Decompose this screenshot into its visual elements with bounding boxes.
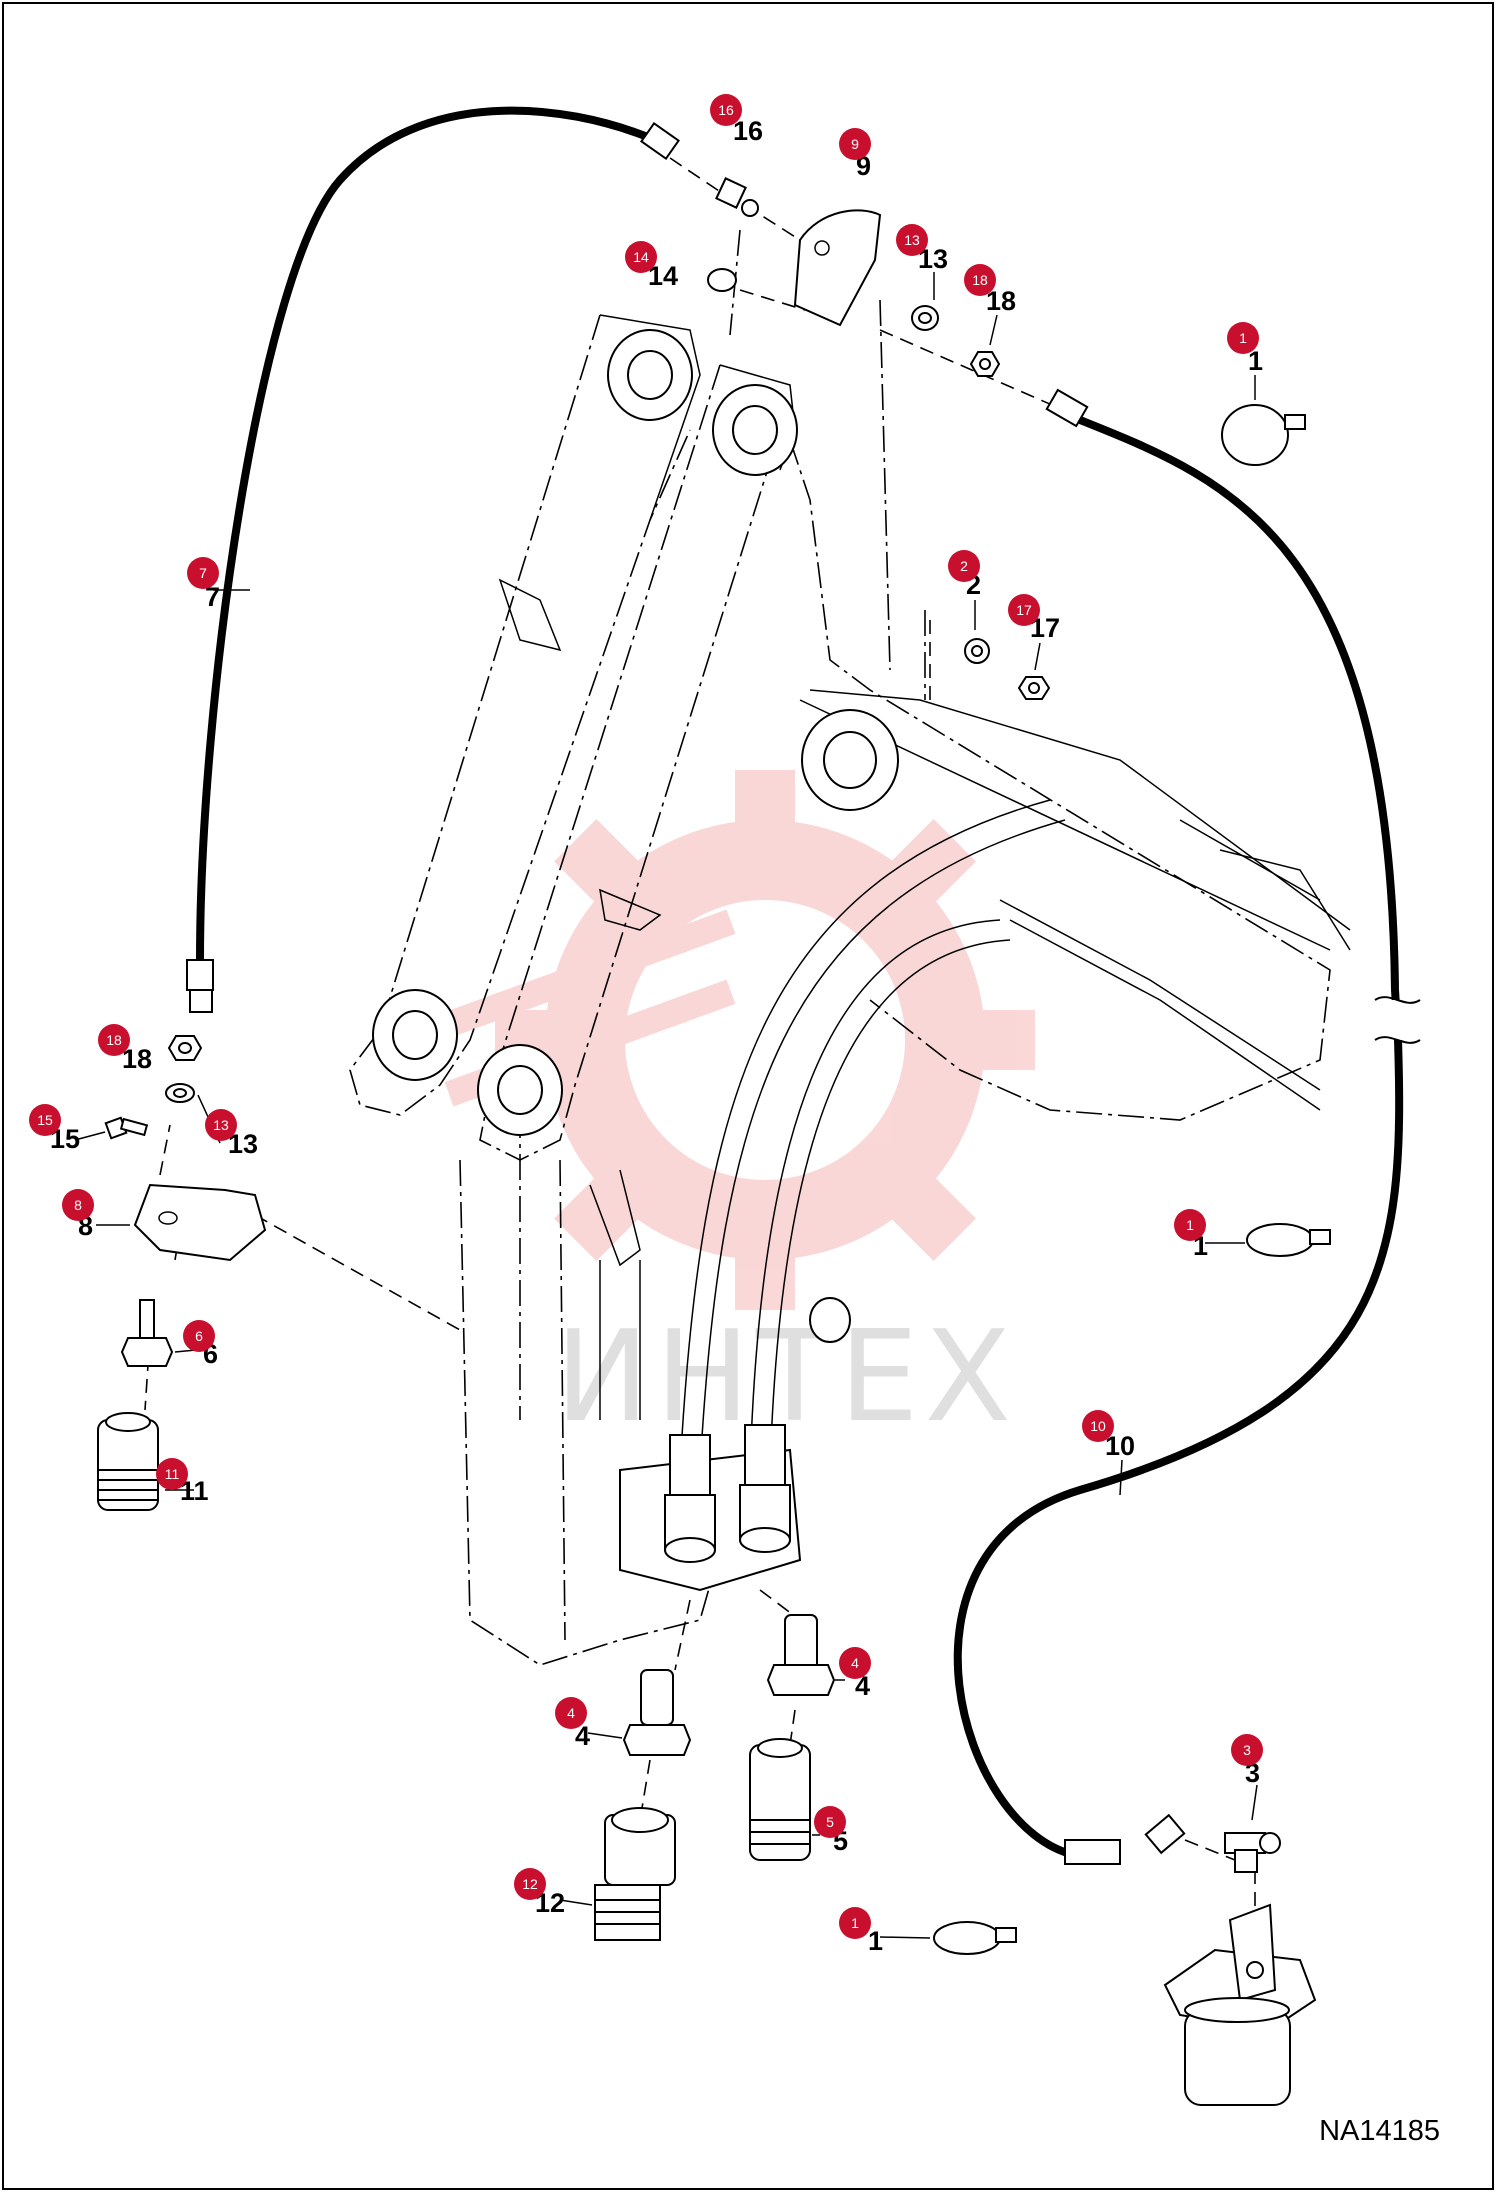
part-9-hole — [814, 240, 830, 256]
part-6-adapter — [120, 1299, 174, 1367]
badge-1-bottom: 1 — [839, 1907, 871, 1939]
hose-10-break — [1374, 996, 1421, 1044]
svg-text:2: 2 — [960, 558, 968, 574]
badge-10: 10 — [1082, 1410, 1114, 1442]
part-2-lock-washer — [964, 638, 990, 664]
lower-fitting-block — [619, 1424, 802, 1592]
svg-text:11: 11 — [165, 1466, 180, 1482]
part-17-nut — [1017, 676, 1051, 700]
svg-text:14: 14 — [633, 249, 649, 265]
part-9-bracket — [793, 209, 882, 327]
drawing-id-label: NA14185 — [1319, 2115, 1440, 2147]
part-1-clamp-bottom — [933, 1921, 1017, 1955]
part-18-nut-top — [969, 351, 1001, 377]
svg-text:17: 17 — [1016, 602, 1032, 618]
badge-12: 12 — [514, 1868, 546, 1900]
callout-4-left: 4 — [575, 1721, 590, 1751]
svg-text:1: 1 — [1239, 330, 1247, 346]
svg-text:16: 16 — [718, 102, 734, 118]
svg-text:1: 1 — [851, 1915, 859, 1931]
badge-4-right: 4 — [839, 1647, 871, 1679]
callout-1-bottom: 1 — [868, 1926, 883, 1956]
part-16-fitting — [715, 177, 759, 217]
svg-text:7: 7 — [199, 565, 207, 581]
part-1-clamp-middle — [1246, 1223, 1331, 1257]
part-13-washer-left — [165, 1083, 195, 1103]
watermark-gear — [444, 770, 1035, 1310]
svg-text:12: 12 — [522, 1876, 538, 1892]
part-4-nipple-left — [622, 1669, 692, 1756]
svg-text:3: 3 — [1243, 1742, 1251, 1758]
callout-badges: 16 9 14 13 18 1 7 2 17 18 15 13 8 6 11 1… — [29, 94, 1263, 1939]
part-8-bracket — [133, 1183, 267, 1262]
badge-17: 17 — [1008, 594, 1040, 626]
part-18-nut-left — [167, 1035, 203, 1061]
svg-text:9: 9 — [851, 136, 859, 152]
svg-text:13: 13 — [904, 232, 920, 248]
badge-13-left: 13 — [205, 1109, 237, 1141]
badge-3: 3 — [1231, 1734, 1263, 1766]
badge-14: 14 — [625, 241, 657, 273]
badge-15: 15 — [29, 1104, 61, 1136]
badge-5: 5 — [814, 1806, 846, 1838]
badge-2: 2 — [948, 550, 980, 582]
svg-text:10: 10 — [1090, 1418, 1106, 1434]
badge-9: 9 — [839, 128, 871, 160]
part-1-clamp-top — [1221, 404, 1306, 466]
part-14-bolt — [707, 268, 737, 292]
badge-7: 7 — [187, 557, 219, 589]
svg-text:5: 5 — [826, 1814, 834, 1830]
part-12-coupler — [594, 1807, 676, 1941]
badge-8: 8 — [62, 1189, 94, 1221]
part-13-washer-top — [911, 305, 939, 331]
callout-leaders — [74, 272, 1258, 1939]
badge-1-top: 1 — [1227, 322, 1259, 354]
callout-16: 16 — [733, 116, 763, 146]
badge-4-left: 4 — [555, 1697, 587, 1729]
part-15-bolt — [104, 1116, 149, 1140]
badge-16: 16 — [710, 94, 742, 126]
svg-text:18: 18 — [972, 272, 988, 288]
badge-13-top: 13 — [896, 224, 928, 256]
part-8-hole — [158, 1211, 178, 1225]
svg-text:1: 1 — [1186, 1217, 1194, 1233]
pivot-bushings — [372, 329, 899, 1343]
svg-text:6: 6 — [195, 1328, 203, 1344]
part-5-coupler — [749, 1738, 811, 1861]
hose-7 — [196, 106, 657, 961]
badge-18-left: 18 — [98, 1024, 130, 1056]
part-11-coupler — [97, 1412, 159, 1511]
badge-1-middle: 1 — [1174, 1209, 1206, 1241]
filter-housing — [1163, 1903, 1317, 2106]
arm-hydraulic-tubes — [679, 799, 1321, 1471]
badge-6: 6 — [183, 1320, 215, 1352]
svg-text:4: 4 — [851, 1655, 859, 1671]
svg-text:4: 4 — [567, 1705, 575, 1721]
callout-1-top: 1 — [1248, 346, 1263, 376]
part-4-nipple-right — [766, 1614, 836, 1696]
svg-text:15: 15 — [37, 1112, 53, 1128]
hose-10-end-fittings — [1045, 388, 1186, 1865]
svg-text:18: 18 — [106, 1032, 122, 1048]
part-3-tee-fitting — [1224, 1832, 1281, 1873]
hose-7-end-fittings — [186, 121, 680, 1013]
badge-11: 11 — [156, 1458, 188, 1490]
svg-text:13: 13 — [213, 1117, 229, 1133]
badge-18-top: 18 — [964, 264, 996, 296]
svg-text:8: 8 — [74, 1197, 82, 1213]
hose-10 — [953, 416, 1404, 1859]
